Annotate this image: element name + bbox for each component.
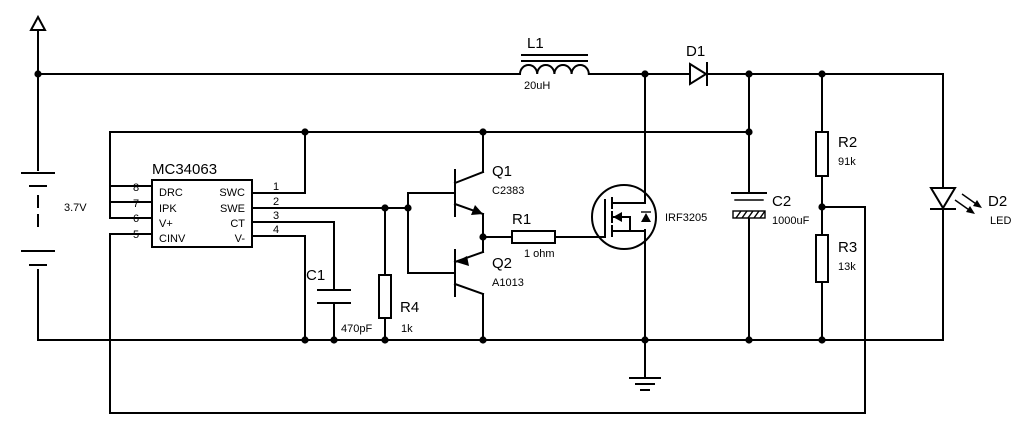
pin-name-swc: SWC [219, 187, 245, 199]
r1-ref: R1 [512, 211, 531, 228]
ground-icon [629, 377, 661, 391]
r3-ref: R3 [838, 239, 857, 256]
resistor-r1: R1 1 ohm [511, 211, 556, 260]
pin-num-8: 8 [133, 182, 139, 194]
pin-name-vminus: V- [235, 233, 246, 245]
r3-value: 13k [838, 261, 856, 273]
d2-value: LED [990, 215, 1011, 227]
pin-num-2: 2 [273, 196, 279, 208]
c1-ref: C1 [306, 267, 325, 284]
pin-num-5: 5 [133, 229, 139, 241]
mosfet-value: IRF3205 [665, 212, 707, 224]
pin-name-swe: SWE [220, 203, 245, 215]
pin-num-6: 6 [133, 213, 139, 225]
pin-name-ipk: IPK [159, 203, 177, 215]
q2-ref: Q2 [492, 255, 512, 272]
l1-ref: L1 [527, 35, 544, 52]
c2-ref: C2 [772, 193, 791, 210]
q1-ref: Q1 [492, 163, 512, 180]
wires [37, 29, 944, 414]
battery: 3.7V [21, 172, 87, 266]
c1-value: 470pF [341, 323, 372, 335]
transistor-q1: Q1 C2383 [453, 163, 524, 217]
pin-name-drc: DRC [159, 187, 183, 199]
inductor-l1: L1 20uH [518, 35, 590, 92]
r4-value: 1k [401, 323, 413, 335]
transistor-q2: Q2 A1013 [453, 249, 524, 297]
pin-name-ct: CT [230, 218, 245, 230]
battery-value: 3.7V [64, 202, 87, 214]
q1-value: C2383 [492, 185, 524, 197]
light-emission-icon [954, 193, 982, 214]
chip-name: MC34063 [152, 161, 217, 178]
pin-name-cinv: CINV [159, 233, 186, 245]
capacitor-c2: C2 1000uF [731, 192, 810, 227]
led-d2: D2 LED [929, 187, 1011, 227]
pin-num-4: 4 [273, 224, 279, 236]
r2-value: 91k [838, 156, 856, 168]
l1-value: 20uH [524, 80, 550, 92]
pin-num-7: 7 [133, 198, 139, 210]
r2-ref: R2 [838, 134, 857, 151]
r4-ref: R4 [400, 299, 419, 316]
mc34063-chip: MC34063 DRC IPK V+ CINV 8 7 6 5 SWC SWE … [133, 161, 279, 248]
resistor-r4: R4 1k [378, 274, 419, 335]
resistor-r2: R2 91k [815, 131, 857, 177]
resistor-r3: R3 13k [815, 234, 857, 283]
q2-value: A1013 [492, 277, 524, 289]
supply-terminal-icon [29, 14, 47, 31]
d1-ref: D1 [686, 43, 705, 60]
mosfet-irf3205: IRF3205 [591, 184, 707, 250]
pin-num-3: 3 [273, 210, 279, 222]
diode-d1: D1 [686, 43, 708, 86]
d2-ref: D2 [988, 193, 1007, 210]
pin-num-1: 1 [273, 181, 279, 193]
junction-dots [34, 70, 826, 344]
capacitor-c1: C1 470pF [306, 267, 372, 335]
r1-value: 1 ohm [524, 248, 555, 260]
pin-name-vplus: V+ [159, 218, 173, 230]
c2-value: 1000uF [772, 215, 810, 227]
